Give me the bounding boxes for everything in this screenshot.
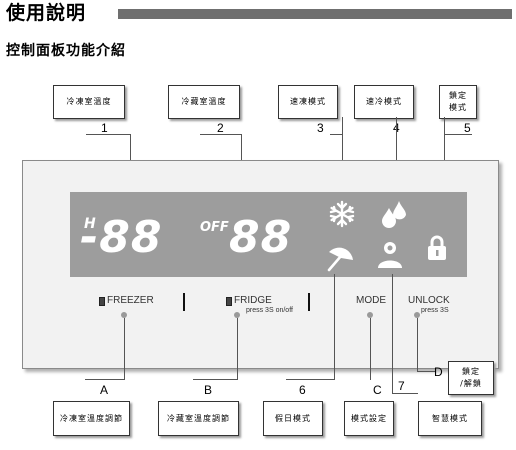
- callout-letter: D: [434, 365, 443, 379]
- leader-line: [330, 134, 343, 135]
- unlock-touch-dot[interactable]: [414, 312, 420, 318]
- leader-line: [237, 318, 238, 380]
- callout-smart-mode: 智慧模式: [418, 401, 482, 436]
- callout-label: 冷藏室溫度: [181, 97, 227, 106]
- callout-freezer-temp: 冷凍室溫度: [53, 85, 125, 119]
- leader-line: [417, 371, 435, 372]
- snowflake-icon: [329, 200, 355, 228]
- leader-line: [124, 318, 125, 380]
- callout-fridge-temp: 冷藏室溫度: [168, 85, 240, 119]
- leader-line: [85, 379, 125, 380]
- callout-lock-unlock: 鎖定 /解鎖: [448, 361, 494, 395]
- fridge-indicator-icon: [226, 297, 232, 306]
- water-drops-icon: [382, 201, 406, 228]
- callout-label: 速凍模式: [290, 97, 326, 106]
- callout-label: 假日模式: [275, 413, 311, 423]
- callout-label: 速冷模式: [366, 97, 402, 106]
- divider: [308, 293, 310, 311]
- mode-touch-dot[interactable]: [367, 312, 373, 318]
- callout-lock-mode: 鎖定 模式: [439, 85, 477, 119]
- leader-line: [342, 117, 343, 202]
- person-icon: [378, 242, 402, 268]
- callout-label: 模式設定: [351, 413, 387, 423]
- leader-line: [444, 134, 472, 135]
- callout-label: 智慧模式: [432, 413, 468, 423]
- unlock-sub-label: press 3S: [421, 307, 449, 314]
- leader-line: [417, 318, 418, 372]
- callout-freezer-adjust: 冷凍室溫度調節: [53, 401, 130, 436]
- fridge-touch-dot[interactable]: [234, 312, 240, 318]
- divider: [183, 293, 185, 311]
- callout-letter: A: [100, 383, 109, 397]
- freezer-button-label[interactable]: FREEZER: [107, 295, 154, 306]
- callout-fridge-adjust: 冷藏室溫度調節: [158, 401, 239, 436]
- lock-icon: [428, 235, 446, 260]
- leader-line: [193, 379, 238, 380]
- unlock-button-label[interactable]: UNLOCK: [408, 295, 450, 306]
- leader-line: [286, 379, 335, 380]
- callout-number: 1: [101, 121, 108, 135]
- callout-mode-setting: 模式設定: [344, 401, 394, 436]
- callout-label: 鎖定 /解鎖: [460, 367, 482, 388]
- freezer-temp-readout: -88: [80, 212, 163, 263]
- title-rule: [118, 9, 512, 19]
- callout-label: 鎖定 模式: [449, 91, 467, 112]
- callout-label: 冷凍室溫度調節: [60, 413, 123, 423]
- callout-letter: B: [204, 383, 213, 397]
- fridge-temp-readout: 88: [229, 212, 293, 263]
- callout-label: 冷凍室溫度: [66, 97, 112, 106]
- leader-line: [392, 274, 393, 394]
- leader-line: [200, 134, 242, 135]
- callout-quick-freeze: 速凍模式: [278, 85, 338, 119]
- callout-quick-cool: 速冷模式: [354, 85, 414, 119]
- page-title: 使用說明: [6, 2, 87, 24]
- callout-letter: C: [373, 383, 382, 397]
- leader-line: [370, 318, 371, 380]
- callout-number: 3: [317, 121, 324, 135]
- callout-holiday-mode: 假日模式: [263, 401, 323, 436]
- leader-line: [86, 134, 131, 135]
- leader-line: [392, 393, 418, 394]
- leader-line: [334, 274, 335, 380]
- callout-number: 2: [217, 121, 224, 135]
- freezer-mode-indicator: H: [84, 216, 96, 232]
- callout-number: 5: [464, 121, 471, 135]
- fridge-off-indicator: OFF: [200, 220, 229, 235]
- umbrella-icon: [327, 247, 353, 272]
- mode-button-label[interactable]: MODE: [356, 295, 386, 306]
- section-subtitle: 控制面板功能介紹: [6, 43, 126, 59]
- fridge-button-label[interactable]: FRIDGE: [234, 295, 272, 306]
- freezer-indicator-icon: [99, 297, 105, 306]
- callout-label: 冷藏室溫度調節: [167, 413, 230, 423]
- leader-line: [396, 117, 397, 199]
- callout-number: 6: [299, 383, 306, 397]
- freezer-touch-dot[interactable]: [121, 312, 127, 318]
- callout-number: 7: [398, 379, 405, 393]
- fridge-sub-label: press 3S on/off: [246, 307, 293, 314]
